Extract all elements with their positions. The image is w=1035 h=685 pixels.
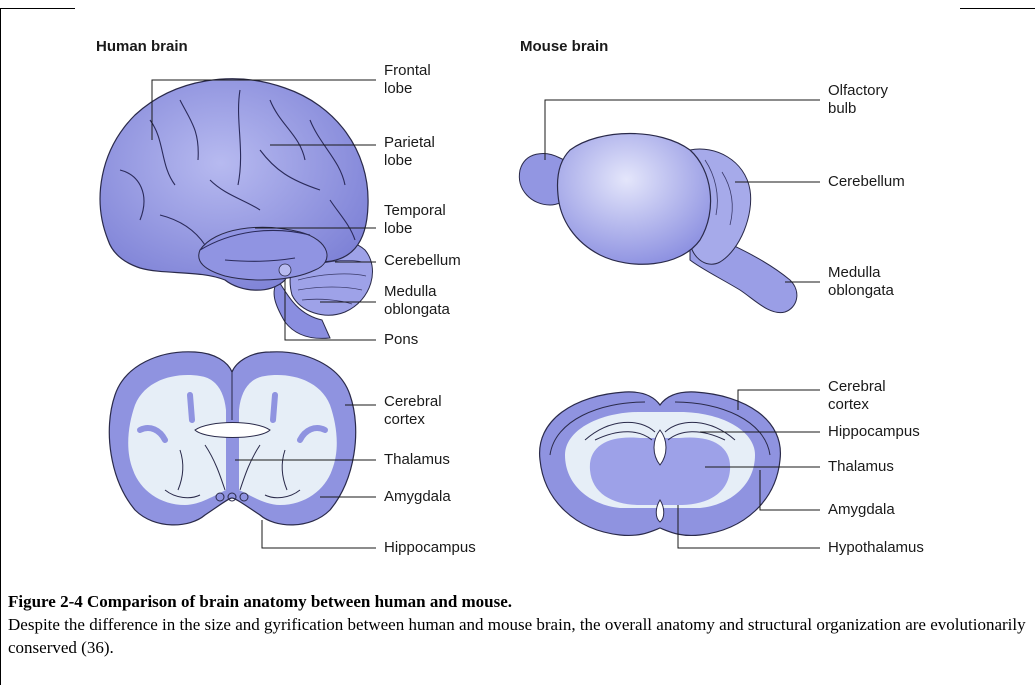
label-human-cerebellum: Cerebellum [384,252,461,270]
mouse-brain-coronal [540,392,781,536]
label-frontal-lobe: Frontal lobe [384,62,431,98]
label-mouse-thalamus: Thalamus [828,458,894,476]
label-mouse-amygdala: Amygdala [828,501,895,519]
label-temporal-lobe: Temporal lobe [384,202,446,238]
label-mouse-medulla: Medulla oblongata [828,264,894,300]
caption-body: Despite the difference in the size and g… [8,613,1028,659]
human-brain-coronal [109,352,355,525]
label-human-medulla: Medulla oblongata [384,283,450,319]
figure-caption: Figure 2-4 Comparison of brain anatomy b… [8,590,1028,659]
label-human-hippocampus: Hippocampus [384,539,476,557]
label-parietal-lobe: Parietal lobe [384,134,435,170]
mouse-brain-lateral [519,134,796,313]
label-human-thalamus: Thalamus [384,451,450,469]
human-brain-lateral [100,79,372,339]
label-human-amygdala: Amygdala [384,488,451,506]
label-hypothalamus: Hypothalamus [828,539,924,557]
label-mouse-cortex: Cerebral cortex [828,378,886,414]
label-mouse-cerebellum: Cerebellum [828,173,905,191]
label-olfactory-bulb: Olfactory bulb [828,82,888,118]
caption-title: Figure 2-4 Comparison of brain anatomy b… [8,590,1028,613]
label-human-cortex: Cerebral cortex [384,393,442,429]
label-mouse-hippocampus: Hippocampus [828,423,920,441]
label-pons: Pons [384,331,418,349]
